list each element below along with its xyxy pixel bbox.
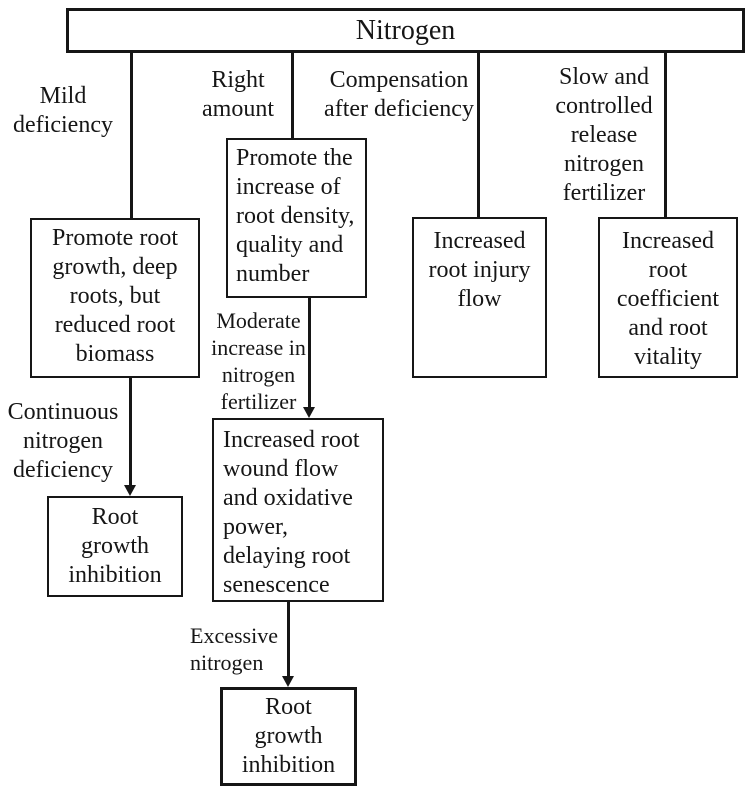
node-root-growth-inhibition-bottom: Root growth inhibition [220,687,357,786]
root-node-label: Nitrogen [355,14,456,46]
connector-right-amount-branch [291,52,294,138]
arrowhead-down-icon [303,407,315,418]
arrowhead-down-icon [124,485,136,496]
connector-continuous-deficiency [129,378,132,486]
node-promote-root-growth: Promote root growth, deep roots, but red… [30,218,200,378]
edge-label-moderate-increase: Moderate increase in nitrogen fertilizer [211,308,306,414]
node-promote-increase: Promote the increase of root density, qu… [226,138,367,298]
root-node-nitrogen: Nitrogen [66,8,745,53]
node-increased-root-injury-flow: Increased root injury flow [412,217,547,378]
arrowhead-down-icon [282,676,294,687]
edge-label-excessive-nitrogen: Excessive nitrogen [190,623,278,675]
connector-compensation-branch [477,52,480,217]
branch-label-right-amount: Right amount [202,67,274,122]
connector-moderate-increase [308,298,311,408]
node-increased-root-coefficient: Increased root coefficient and root vita… [598,217,738,378]
node-root-growth-inhibition-left: Root growth inhibition [47,496,183,597]
connector-mild-deficiency-branch [130,52,133,218]
branch-label-compensation: Compensation after deficiency [324,67,474,122]
branch-label-mild-deficiency: Mild deficiency [13,83,113,138]
connector-slow-release-branch [664,52,667,217]
node-increased-root-wound-flow: Increased root wound flow and oxidative … [212,418,384,602]
edge-label-continuous-nitrogen-deficiency: Continuous nitrogen deficiency [7,399,119,483]
branch-label-slow-release: Slow and controlled release nitrogen fer… [555,64,653,206]
connector-excessive-nitrogen [287,602,290,677]
